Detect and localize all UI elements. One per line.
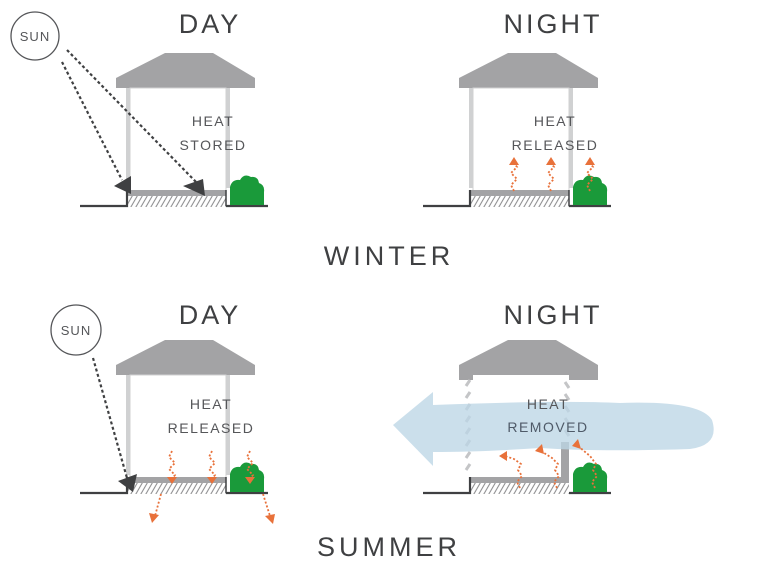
heat-rising-arrows [499, 439, 599, 489]
winter-night-text-2: RELEASED [512, 137, 599, 153]
cool-air-flow-arrow [393, 392, 714, 466]
season-label-winter: WINTER [324, 241, 454, 271]
panel-winter-day: DAY SUN HEAT STORED [10, 9, 270, 209]
summer-night-text-2: REMOVED [507, 419, 588, 435]
winter-day-text-2: STORED [179, 137, 246, 153]
summer-night-title: NIGHT [504, 300, 603, 330]
sun-ray-arrows [61, 49, 205, 196]
house-winter-day [78, 51, 270, 209]
winter-night-title: NIGHT [504, 9, 603, 39]
season-label-summer: SUMMER [317, 532, 461, 562]
panel-summer-day: DAY SUN HEAT RELEASED [50, 300, 275, 524]
sun-icon: SUN [50, 304, 102, 356]
winter-day-title: DAY [179, 9, 242, 39]
heat-to-ground-arrows [149, 493, 275, 524]
sun-label: SUN [61, 323, 91, 338]
summer-day-text-1: HEAT [190, 396, 232, 412]
sun-label: SUN [20, 29, 50, 44]
panel-summer-night: NIGHT [393, 300, 714, 495]
sun-ray-arrow [91, 357, 137, 492]
summer-day-title: DAY [179, 300, 242, 330]
summer-day-text-2: RELEASED [168, 420, 255, 436]
winter-day-text-1: HEAT [192, 113, 234, 129]
house-summer-day [78, 338, 270, 496]
summer-night-text-1: HEAT [527, 396, 569, 412]
winter-night-text-1: HEAT [534, 113, 576, 129]
sun-icon: SUN [10, 11, 60, 61]
panel-winter-night: NIGHT HEAT RELEASED [421, 9, 613, 209]
house-winter-night [421, 51, 613, 209]
